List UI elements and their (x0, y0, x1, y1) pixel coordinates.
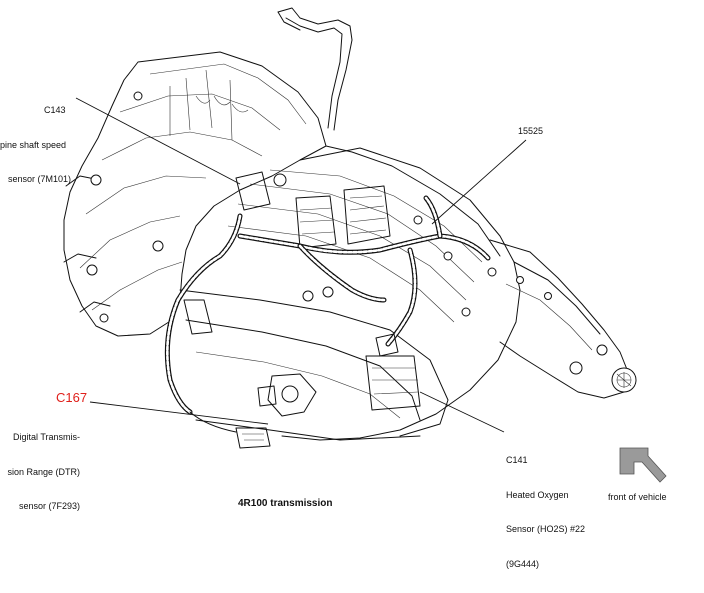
c167-line1: Digital Transmis- (12, 432, 80, 442)
c143-label: C143 pine shaft speed sensor (7M101) (0, 82, 76, 209)
dipstick-tube (277, 7, 353, 131)
leader-lines (75, 97, 527, 433)
harness-label: 15525 (518, 126, 544, 136)
front-of-vehicle-label: front of vehicle (608, 492, 667, 502)
transmission-illustration (63, 7, 667, 483)
c141-line2: Sensor (HO2S) #22 (506, 524, 586, 534)
c167-line3: sensor (7F293) (18, 501, 80, 511)
c141-line1: Heated Oxygen (506, 489, 569, 500)
wiring-harness (164, 171, 491, 449)
c141-label: C141 Heated Oxygen Sensor (HO2S) #22 (9G… (506, 432, 585, 593)
transmission-case (227, 145, 521, 441)
bell-housing (63, 51, 327, 337)
oil-pan (179, 289, 449, 441)
transmission-diagram: C143 pine shaft speed sensor (7M101) 155… (0, 7, 667, 569)
front-direction-arrow-icon (619, 447, 667, 483)
c141-line3: (9G444) (506, 558, 540, 569)
c167-code: C167 (56, 390, 88, 405)
c143-line2: sensor (7M101) (8, 174, 72, 184)
c167-line2: sion Range (DTR) (7, 466, 80, 477)
c141-code: C141 (506, 455, 528, 465)
extension-housing (461, 239, 637, 399)
diagram-caption: 4R100 transmission (238, 498, 333, 509)
c143-code: C143 (44, 105, 66, 115)
c143-line1: pine shaft speed (0, 139, 67, 150)
c167-label: Digital Transmis- sion Range (DTR) senso… (0, 409, 80, 536)
